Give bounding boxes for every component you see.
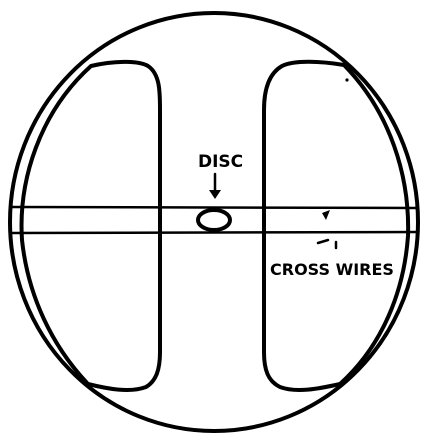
cross-wires-label: CROSS WIRES [270,260,394,279]
disc-ellipse [198,210,230,230]
stray-mark [345,78,348,81]
cross-wire-upper [10,207,418,208]
disc-arrow-head [209,190,221,199]
cross-wires-pointer [318,240,336,248]
cross-wire-lower [10,232,418,233]
disc-label: DISC [198,152,243,172]
tick-mark-upper [322,210,330,220]
